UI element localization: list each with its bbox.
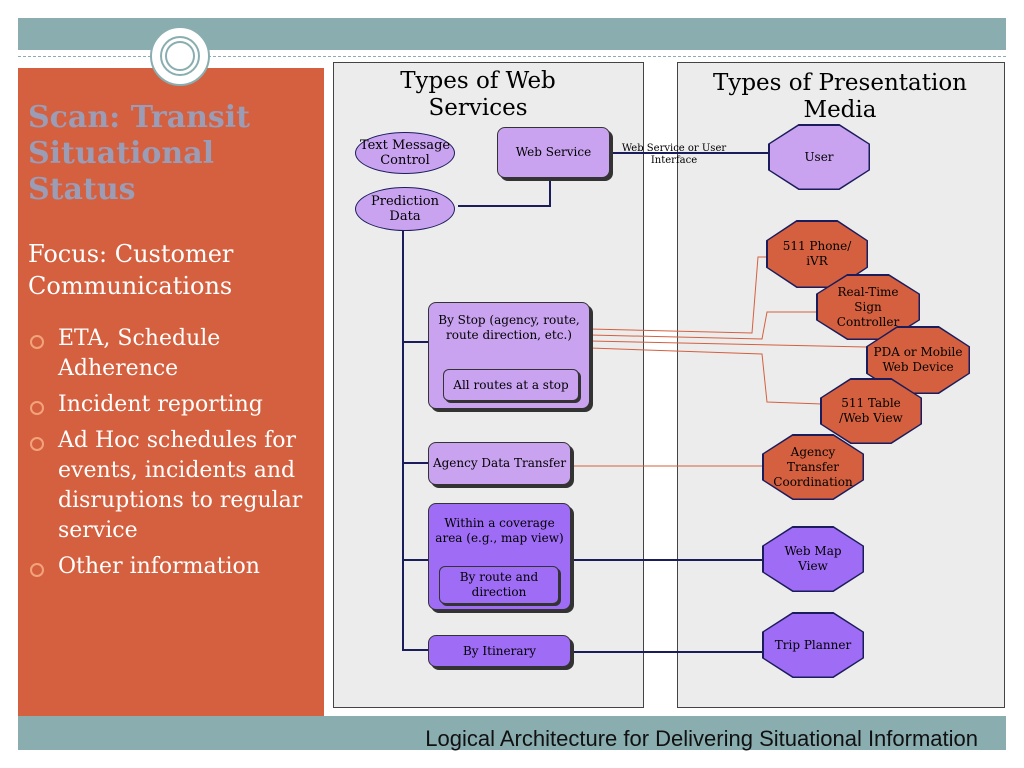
user-node: User — [768, 124, 870, 190]
agency-transfer-coord-label: Agency Transfer Coordination — [763, 435, 863, 499]
link-bystop-pda — [589, 340, 867, 348]
bullet-item: Incident reporting — [30, 390, 318, 420]
bullet-text: ETA, Schedule Adherence — [58, 326, 221, 381]
bullet-ring-icon — [30, 335, 44, 349]
web-map-view-label: Web Map View — [763, 527, 863, 591]
web-map-view-node: Web Map View — [762, 526, 864, 592]
by-stop-node: By Stop (agency, route, route direction,… — [428, 302, 590, 409]
slide-caption: Logical Architecture for Delivering Situ… — [425, 726, 978, 751]
pda-mobile-label: PDA or Mobile Web Device — [867, 327, 969, 393]
bullet-text: Incident reporting — [58, 392, 263, 417]
emblem-ring — [160, 36, 200, 76]
coverage-area-label: Within a coverage area (e.g., map view) — [435, 516, 564, 545]
user-label: User — [769, 125, 869, 189]
link-bystop-table — [589, 347, 823, 405]
divider-line — [18, 56, 1006, 57]
emblem-ring-inner — [165, 41, 195, 71]
bullet-item: ETA, Schedule Adherence — [30, 324, 318, 384]
bullet-item: Ad Hoc schedules for events, incidents a… — [30, 426, 318, 546]
bullet-ring-icon — [30, 401, 44, 415]
web-services-heading: Types of Web Services — [400, 68, 556, 121]
left-panel — [18, 68, 324, 716]
by-route-direction-node: By route and direction — [439, 566, 559, 604]
table-511-node: 511 Table /Web View — [820, 378, 922, 444]
coverage-area-node: Within a coverage area (e.g., map view) … — [428, 503, 571, 610]
link-prediction-webservice — [458, 178, 551, 207]
presentation-media-heading: Types of Presentation Media — [713, 70, 967, 123]
bullet-ring-icon — [30, 437, 44, 451]
phone-511-label: 511 Phone/ iVR — [767, 221, 867, 287]
bullet-text: Ad Hoc schedules for events, incidents a… — [58, 428, 303, 543]
bottom-band — [18, 716, 1006, 750]
web-service-node: Web Service — [497, 127, 610, 178]
connector-label: Web Service or User Interface — [621, 143, 727, 166]
agency-data-transfer-node: Agency Data Transfer — [428, 442, 571, 485]
trip-planner-label: Trip Planner — [763, 613, 863, 677]
bullet-text: Other information — [58, 554, 260, 579]
trunk-line — [402, 229, 428, 651]
link-bystop-511phone — [589, 256, 769, 334]
bullet-list: ETA, Schedule Adherence Incident reporti… — [30, 324, 318, 588]
circle-emblem-icon — [150, 26, 210, 86]
trip-planner-node: Trip Planner — [762, 612, 864, 678]
by-itinerary-node: By Itinerary — [428, 635, 571, 667]
prediction-data-node: Prediction Data — [355, 187, 455, 231]
bullet-item: Other information — [30, 552, 318, 582]
link-bystop-sign — [589, 311, 818, 340]
table-511-label: 511 Table /Web View — [821, 379, 921, 443]
slide-title: Scan: Transit Situational Status — [28, 100, 251, 207]
text-message-control-node: Text Message Control — [355, 132, 455, 174]
all-routes-node: All routes at a stop — [443, 369, 579, 401]
bullet-ring-icon — [30, 563, 44, 577]
agency-transfer-coord-node: Agency Transfer Coordination — [762, 434, 864, 500]
by-stop-label: By Stop (agency, route, route direction,… — [438, 313, 580, 342]
phone-511-node: 511 Phone/ iVR — [766, 220, 868, 288]
focus-heading: Focus: Customer Communications — [28, 240, 234, 300]
